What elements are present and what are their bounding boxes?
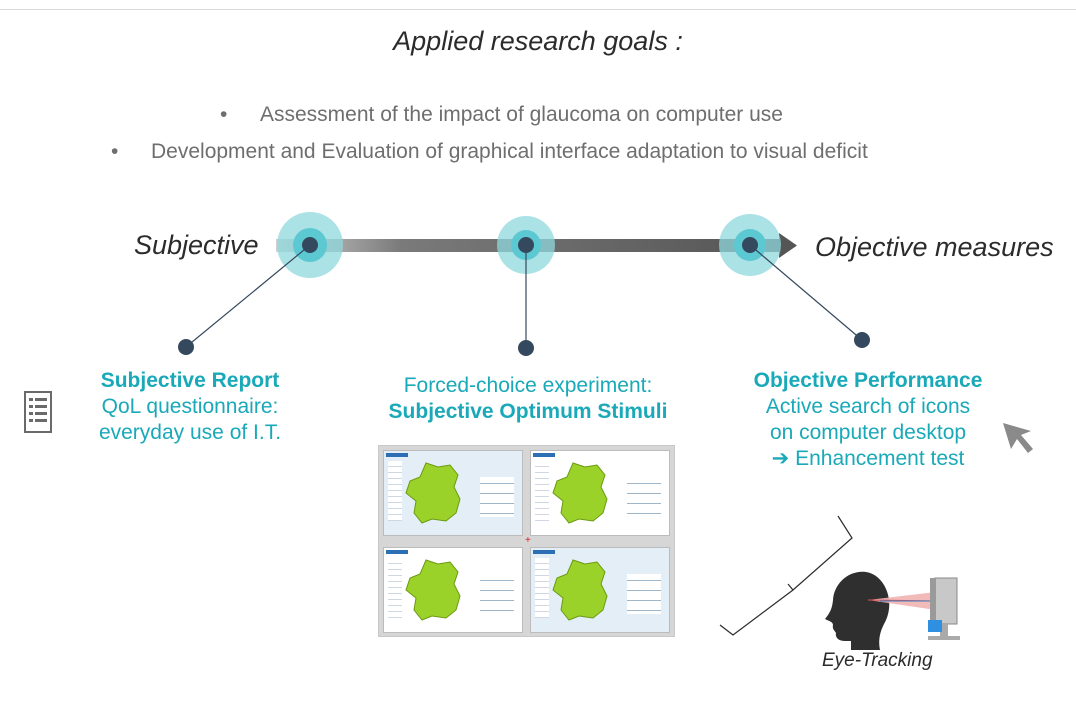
eye-tracking-illustration	[825, 571, 960, 650]
france-map-icon	[405, 559, 461, 621]
endpoint-objective	[854, 332, 870, 348]
stimuli-screenshots-panel: +	[378, 445, 675, 637]
stimulus-screenshot-4	[530, 547, 670, 633]
subjective-report-heading: Subjective Report	[100, 369, 280, 392]
axis-label-subjective: Subjective	[134, 230, 259, 260]
subjective-report-line-1: QoL questionnaire:	[101, 395, 279, 418]
objective-performance-line-3: ➔ Enhancement test	[771, 447, 965, 470]
slide-title: Applied research goals :	[393, 26, 683, 56]
axis-arrowhead	[779, 233, 797, 258]
axis-label-objective: Objective measures	[815, 232, 1054, 262]
right-arrow-icon: ➔	[771, 447, 790, 470]
connector-subjective	[185, 244, 311, 348]
subjective-report-block: Subjective Report QoL questionnaire: eve…	[60, 368, 320, 446]
france-map-icon	[405, 462, 461, 524]
top-divider	[0, 9, 1076, 10]
bullet-dot: •	[111, 140, 119, 163]
bracket	[719, 515, 853, 636]
cursor-arrow-icon	[1001, 419, 1035, 455]
fixation-cross-icon: +	[525, 535, 531, 546]
stimulus-screenshot-2	[530, 450, 670, 536]
france-map-icon	[552, 559, 608, 621]
goal-text: Assessment of the impact of glaucoma on …	[260, 103, 783, 126]
goal-text: Development and Evaluation of graphical …	[151, 140, 868, 163]
bullet-dot: •	[220, 103, 228, 126]
document-list-icon	[24, 391, 52, 433]
monitor-icon	[934, 577, 958, 625]
stimulus-screenshot-3	[383, 547, 523, 633]
eye-tracking-label: Eye-Tracking	[822, 650, 933, 671]
connector-objective	[749, 244, 863, 341]
france-map-icon	[552, 462, 608, 524]
stimulus-screenshot-1	[383, 450, 523, 536]
forced-choice-block: Forced-choice experiment: Subjective Opt…	[348, 373, 708, 425]
objective-performance-heading: Objective Performance	[753, 369, 983, 392]
forced-choice-heading: Subjective Optimum Stimuli	[388, 400, 668, 423]
objective-performance-line-2: on computer desktop	[769, 421, 967, 444]
subjective-report-line-2: everyday use of I.T.	[98, 421, 282, 444]
head-silhouette-icon	[825, 571, 890, 650]
goal-item-1: • Assessment of the impact of glaucoma on…	[220, 103, 783, 127]
objective-performance-line-1: Active search of icons	[765, 395, 971, 418]
goal-item-2: • Development and Evaluation of graphical…	[111, 140, 868, 164]
endpoint-forced-choice	[518, 340, 534, 356]
eye-tracker-device-icon	[928, 620, 942, 632]
objective-performance-block: Objective Performance Active search of i…	[718, 368, 1018, 472]
endpoint-subjective	[178, 339, 194, 355]
forced-choice-line-1: Forced-choice experiment:	[403, 374, 653, 397]
